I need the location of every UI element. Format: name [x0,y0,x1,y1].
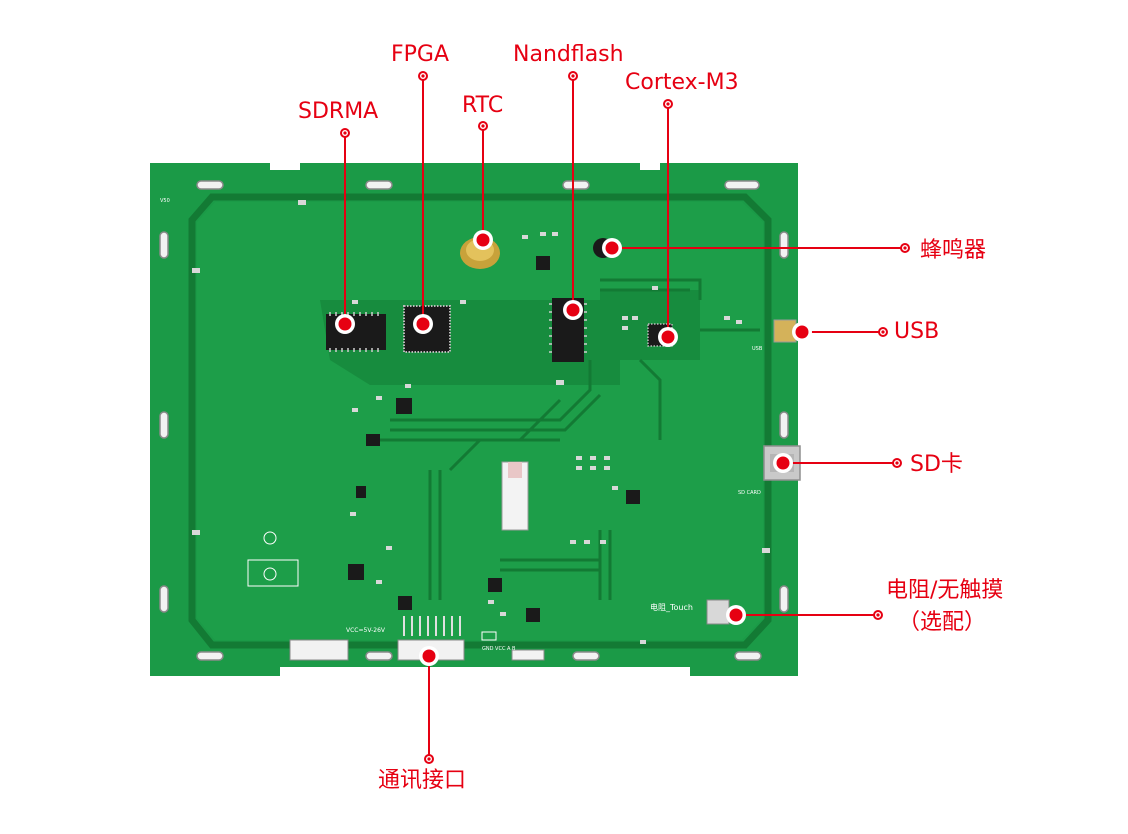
label-comm: 通讯接口 [378,768,467,793]
callout-lines [344,78,903,757]
silk-sd-card: SD CARD [738,490,761,496]
callout-end-dots [343,74,907,761]
label-nandflash: Nandflash [513,42,624,67]
silk-rev: V50 [160,198,170,204]
marker-rtc [473,230,493,250]
silk-vcc: VCC=5V-26V [346,627,386,634]
marker-buzzer [602,238,622,258]
marker-sdrma [335,314,355,334]
pcb-traces [370,278,760,600]
silkscreen-text: VCC=5V-26V 电阻_Touch USB SD CARD GND VCC … [160,198,763,674]
label-rtc: RTC [462,93,504,118]
smd-components [192,200,770,644]
silkscreen-marks [247,531,497,641]
silk-usb: USB [752,346,763,352]
bottom-connectors [289,616,545,661]
mounting-slots [159,180,789,661]
label-sdrma: SDRMA [298,99,379,124]
silk-gnd-vcc: GND VCC A B [482,646,516,652]
label-sd: SD卡 [910,452,963,477]
marker-cortex [658,327,678,347]
touch-connector [706,599,730,625]
marker-fpga [413,314,433,334]
center-connector-wire [508,462,522,478]
marker-touch [726,605,746,625]
marker-usb [792,322,812,342]
silk-touch: 电阻_Touch [650,602,693,612]
label-cortex: Cortex-M3 [625,70,739,95]
marker-sd [773,453,793,473]
marker-nandflash [563,300,583,320]
label-usb: USB [894,319,940,344]
silk-rs485: RS485 [530,668,546,674]
label-buzzer: 蜂鸣器 [920,238,987,263]
pcb-inner-border [188,193,772,649]
label-resistor-touch: 电阻/无触摸 [886,578,1004,603]
label-optional: （选配） [898,610,987,635]
label-fpga: FPGA [391,42,450,67]
marker-comm [419,646,439,666]
component-markers [335,230,812,666]
